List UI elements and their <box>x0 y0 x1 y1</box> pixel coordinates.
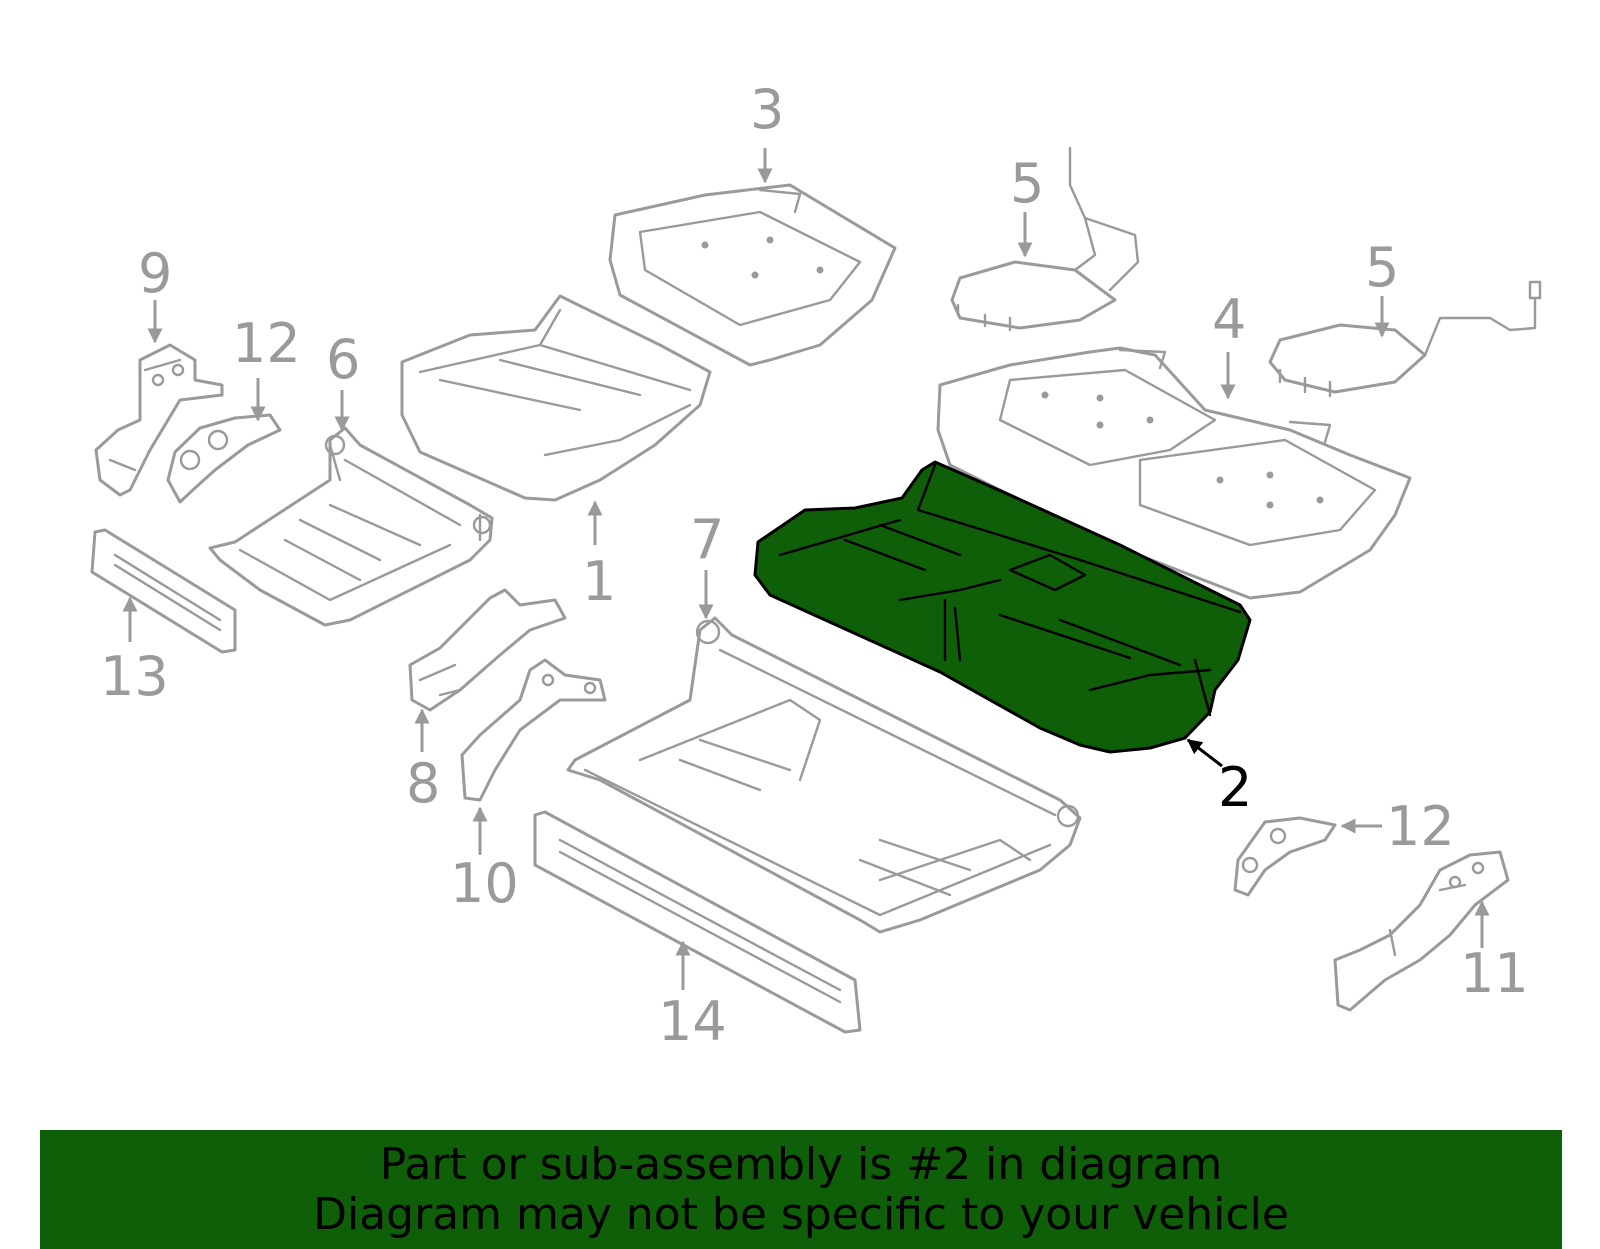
callout-3: 3 <box>750 78 784 141</box>
part-9-bracket[interactable] <box>94 343 224 497</box>
callout-5-right: 5 <box>1365 236 1399 299</box>
callout-13: 13 <box>100 645 169 708</box>
part-3-cushion-pad[interactable] <box>608 183 897 367</box>
callout-labels: 1 2 3 4 5 5 6 7 8 9 10 11 12 12 13 14 <box>100 78 1529 1053</box>
callout-8: 8 <box>406 752 440 815</box>
part-5-heater-left[interactable] <box>950 146 1140 332</box>
banner-line-1: Part or sub-assembly is #2 in diagram <box>379 1138 1223 1190</box>
part-2-rear-seat-cushion[interactable] <box>753 460 1252 754</box>
part-13-trim-panel[interactable] <box>90 528 237 654</box>
callout-10: 10 <box>450 852 519 915</box>
part-1-seat-cushion[interactable] <box>400 294 712 502</box>
part-8-bracket[interactable] <box>408 588 567 712</box>
info-banner: Part or sub-assembly is #2 in diagram Di… <box>40 1130 1562 1249</box>
parts-diagram: 1 2 3 4 5 5 6 7 8 9 10 11 12 12 13 14 <box>90 78 1542 1053</box>
callout-11: 11 <box>1460 942 1529 1005</box>
part-5-heater-right[interactable] <box>1268 280 1542 398</box>
callout-6: 6 <box>326 328 360 391</box>
banner-line-2: Diagram may not be specific to your vehi… <box>313 1188 1289 1240</box>
part-12-bracket-left[interactable] <box>166 413 282 504</box>
callout-4: 4 <box>1212 288 1246 351</box>
callout-5-left: 5 <box>1010 152 1044 215</box>
callout-12-left: 12 <box>232 312 301 375</box>
callout-1: 1 <box>582 550 616 613</box>
part-11-bracket[interactable] <box>1333 850 1510 1012</box>
leader-lines <box>122 148 1490 990</box>
part-14-trim-panel[interactable] <box>533 810 862 1034</box>
callout-12-right: 12 <box>1386 795 1455 858</box>
part-12-bracket-right[interactable] <box>1233 816 1337 897</box>
part-10-bracket[interactable] <box>460 658 607 802</box>
callout-14: 14 <box>658 990 727 1053</box>
callout-9: 9 <box>138 242 172 305</box>
callout-7: 7 <box>690 508 724 571</box>
callout-2: 2 <box>1218 756 1252 819</box>
part-6-seat-frame[interactable] <box>208 426 494 627</box>
part-7-seat-frame[interactable] <box>566 616 1082 934</box>
